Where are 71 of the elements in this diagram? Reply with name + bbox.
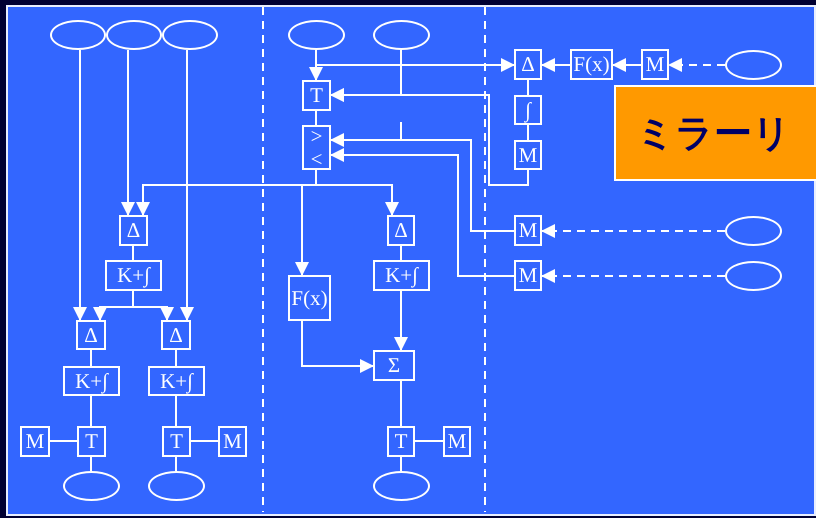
connector-line bbox=[90, 396, 92, 426]
block-box: M bbox=[514, 260, 542, 291]
block-box: T bbox=[162, 426, 191, 457]
arrow bbox=[330, 148, 514, 277]
block-box: M bbox=[20, 426, 50, 457]
block-box: M bbox=[514, 140, 542, 170]
connector-line bbox=[400, 246, 402, 260]
arrow bbox=[330, 88, 529, 186]
symbol-label: < bbox=[310, 148, 322, 170]
block-box: Δ bbox=[76, 320, 106, 350]
connector-line bbox=[175, 396, 177, 426]
connector-line bbox=[132, 246, 134, 260]
title-banner: ミラーリ bbox=[614, 85, 816, 181]
ellipse bbox=[373, 20, 430, 50]
arrow bbox=[315, 50, 515, 72]
connector-line bbox=[527, 125, 529, 140]
connector-line bbox=[90, 350, 92, 366]
block-box: ∫ bbox=[514, 95, 542, 125]
ellipse bbox=[148, 471, 205, 501]
block-box: T bbox=[387, 426, 415, 457]
arrow bbox=[180, 50, 194, 321]
ellipse bbox=[288, 20, 345, 50]
block-box: F(x) bbox=[570, 49, 613, 80]
connector-line bbox=[400, 457, 402, 471]
arrow bbox=[668, 58, 725, 72]
block-box: T bbox=[302, 80, 331, 111]
block-box: K+∫ bbox=[148, 366, 205, 396]
arrow bbox=[295, 170, 317, 276]
ellipse bbox=[725, 261, 782, 291]
arrow bbox=[612, 58, 641, 72]
arrow bbox=[541, 224, 725, 238]
ellipse bbox=[725, 50, 782, 80]
arrow bbox=[541, 269, 725, 283]
ellipse bbox=[162, 20, 218, 50]
block-box: F(x) bbox=[288, 275, 331, 321]
block-box: Δ bbox=[119, 215, 148, 246]
block-box: Δ bbox=[514, 49, 542, 80]
ellipse bbox=[725, 216, 782, 246]
block-box: K+∫ bbox=[105, 260, 162, 291]
connector-line bbox=[415, 440, 443, 442]
arrow bbox=[301, 321, 374, 373]
arrow bbox=[121, 50, 135, 216]
arrow bbox=[330, 133, 514, 232]
ellipse bbox=[373, 471, 430, 501]
symbol-label: > bbox=[310, 126, 322, 146]
arrow bbox=[541, 58, 570, 72]
connector-line bbox=[315, 111, 317, 125]
block-box: Δ bbox=[387, 215, 415, 246]
ellipse bbox=[50, 20, 106, 50]
connector-line bbox=[400, 381, 402, 426]
comparator-box bbox=[302, 125, 331, 170]
block-box: M bbox=[218, 426, 247, 457]
connector-line bbox=[527, 80, 529, 95]
block-box: M bbox=[641, 49, 669, 80]
ellipse bbox=[63, 471, 120, 501]
block-box: M bbox=[514, 215, 542, 246]
arrow bbox=[73, 50, 87, 321]
block-box: K+∫ bbox=[63, 366, 120, 396]
ellipse bbox=[106, 20, 162, 50]
block-box: Σ bbox=[373, 350, 415, 381]
connector-line bbox=[175, 457, 177, 471]
connector-line bbox=[90, 457, 92, 471]
connector-line bbox=[175, 350, 177, 366]
arrow bbox=[132, 291, 174, 321]
block-box: T bbox=[77, 426, 106, 457]
arrow bbox=[394, 291, 408, 351]
connector-line bbox=[191, 440, 218, 442]
block-box: K+∫ bbox=[373, 260, 430, 291]
connector-line bbox=[50, 440, 77, 442]
block-box: M bbox=[443, 426, 471, 457]
block-box: Δ bbox=[161, 320, 191, 350]
